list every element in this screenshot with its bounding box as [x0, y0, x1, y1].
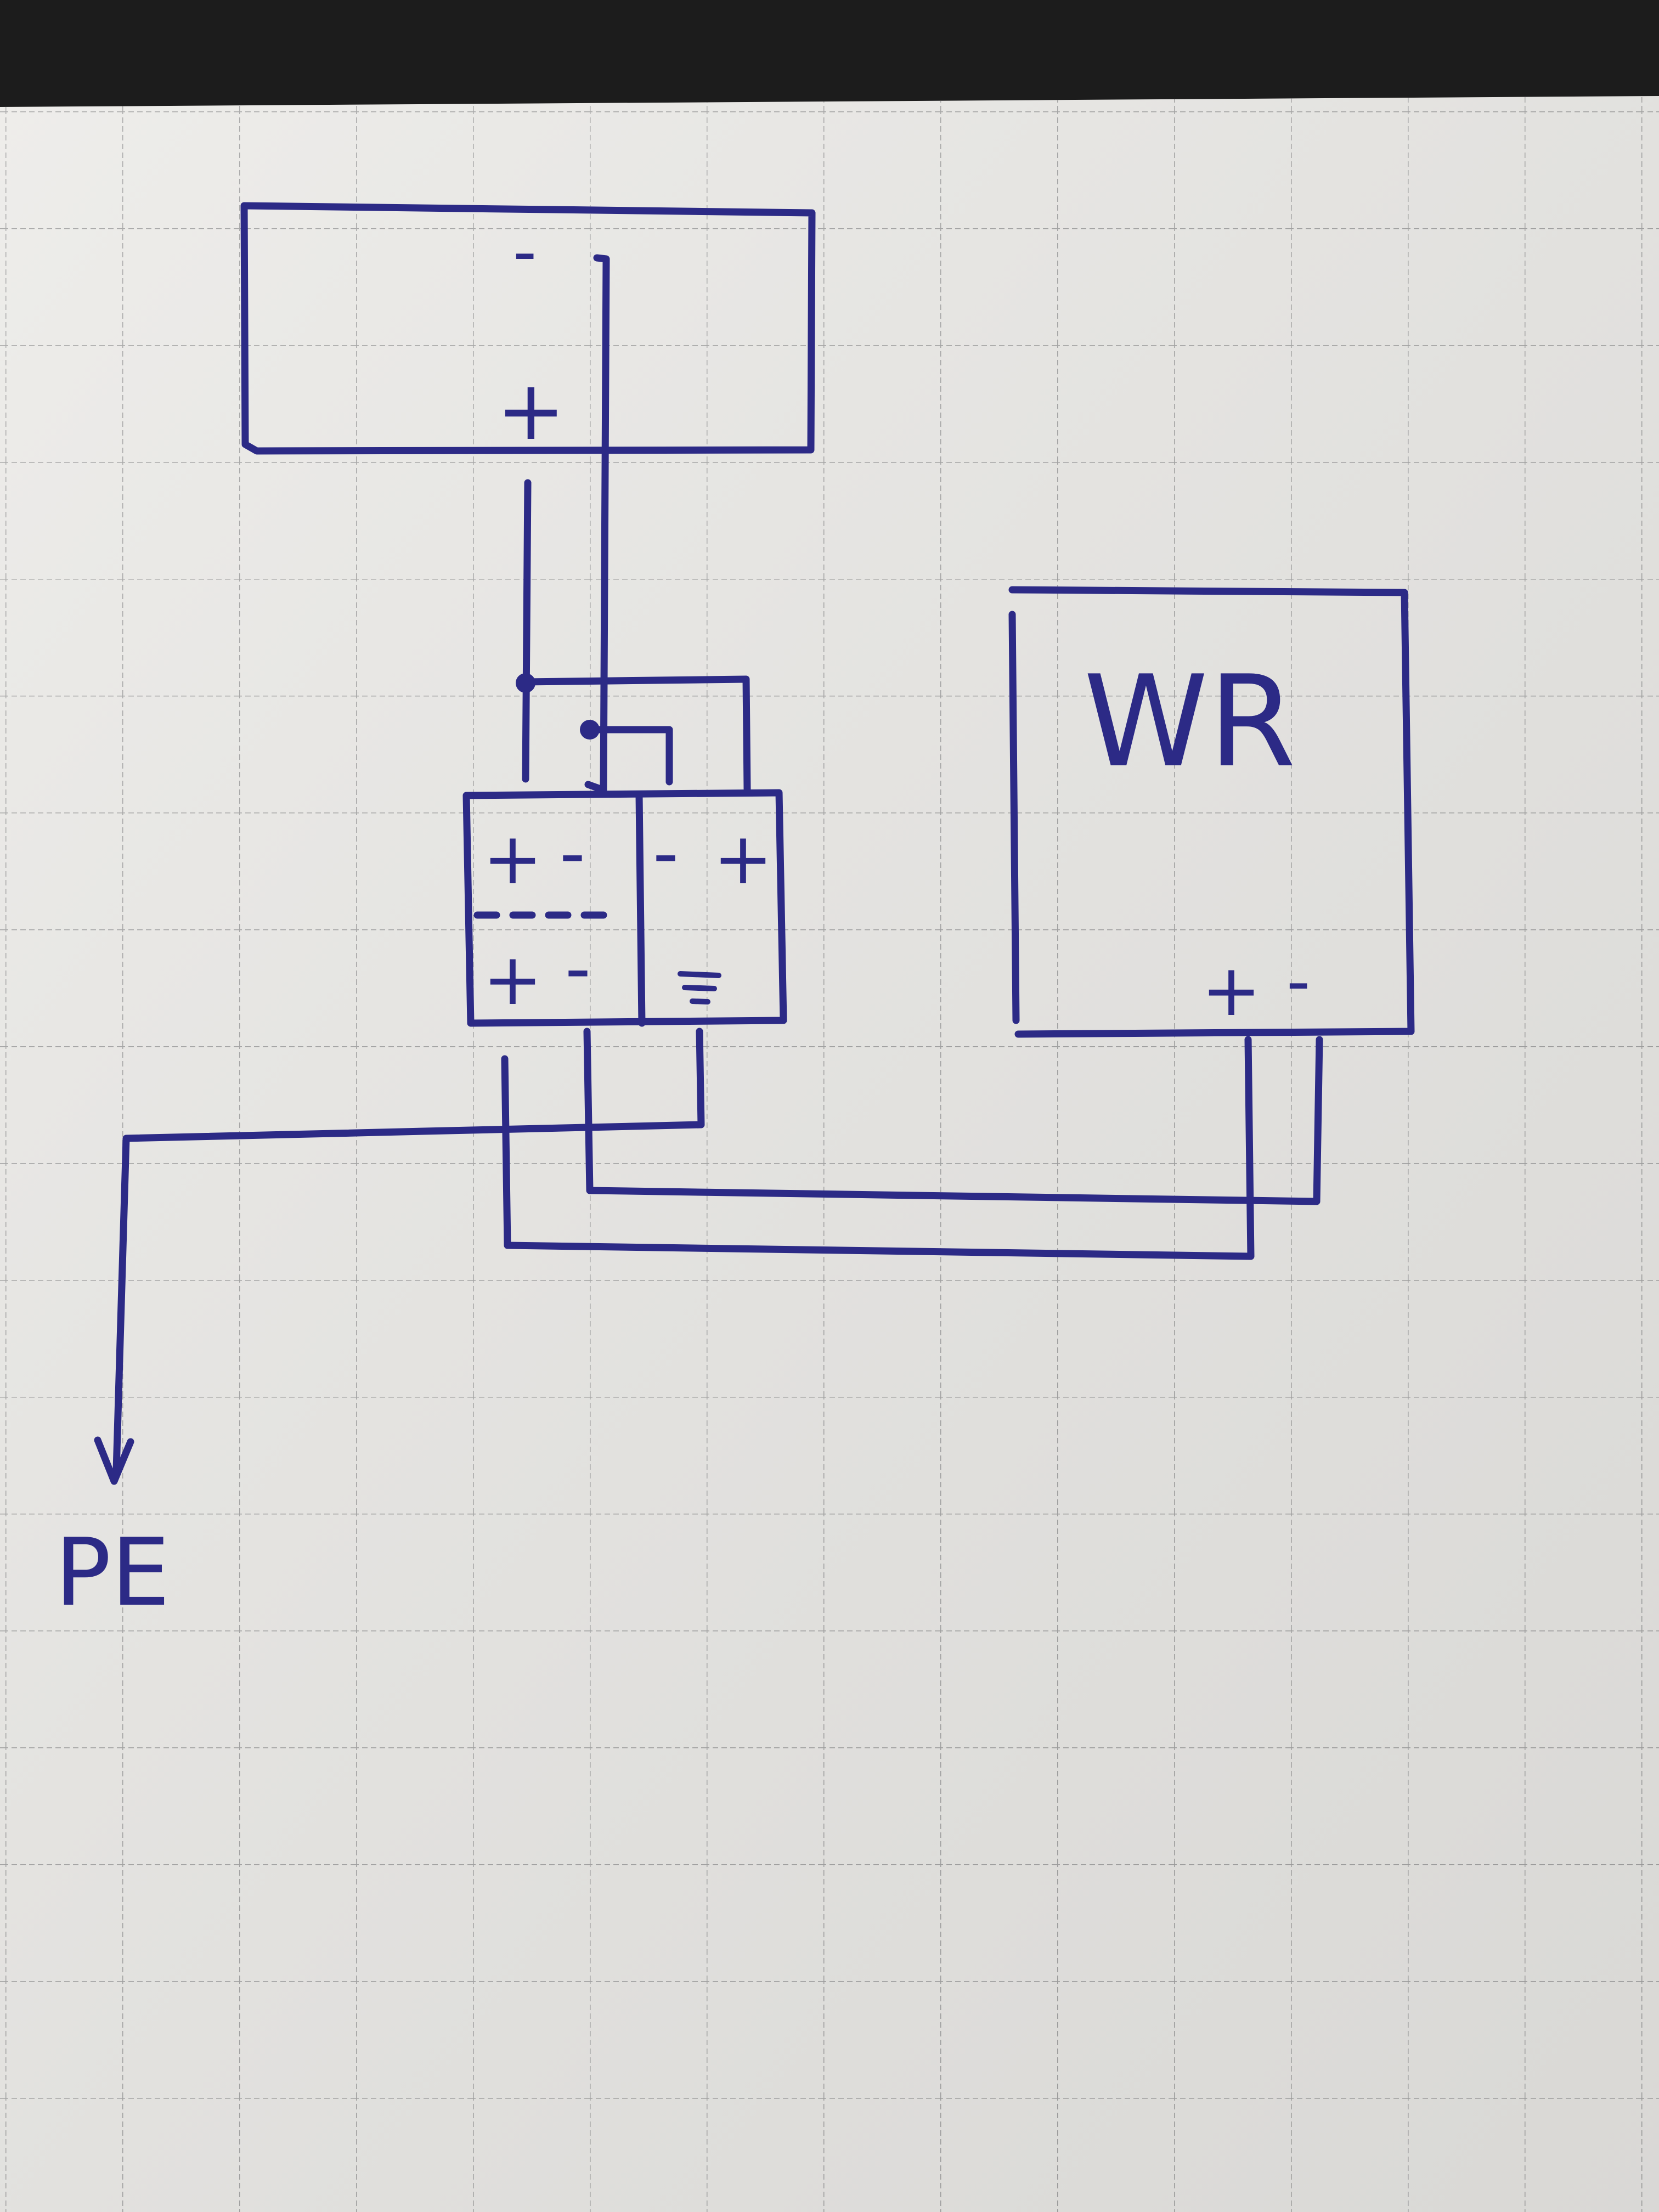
ground-icon — [678, 971, 721, 1005]
plus-bridge-wire — [520, 675, 751, 793]
earth-wire — [112, 1028, 705, 1474]
junction-plus-top-left: + — [483, 817, 543, 900]
junction-dot-minus — [580, 720, 600, 740]
top-module-plus-label: + — [496, 363, 566, 459]
junction-plus-top-right: + — [713, 817, 773, 900]
top-module-box — [240, 202, 816, 455]
inverter-box — [1008, 586, 1415, 1038]
minus-to-inverter-wire — [583, 1028, 1323, 1205]
paper-shading — [0, 96, 1659, 2212]
junction-minus-top-right: - — [653, 811, 679, 895]
junction-plus-bottom-left: + — [483, 938, 543, 1021]
junction-minus-bottom-left: - — [565, 927, 591, 1010]
plus-to-inverter-wire — [501, 1036, 1255, 1260]
top-module-minus-label: - — [513, 214, 537, 290]
module-plus-wire — [522, 479, 532, 783]
arrow-down-icon — [94, 1436, 134, 1485]
module-minus-wire — [584, 254, 673, 794]
inverter-plus-label: + — [1201, 949, 1261, 1032]
earth-label: PE — [55, 1519, 170, 1627]
inverter-label: WR — [1084, 649, 1296, 795]
inverter-minus-label: - — [1286, 944, 1310, 1020]
junction-dot-plus — [516, 673, 535, 693]
junction-box — [462, 789, 787, 1027]
junction-minus-top-left: - — [560, 811, 585, 895]
